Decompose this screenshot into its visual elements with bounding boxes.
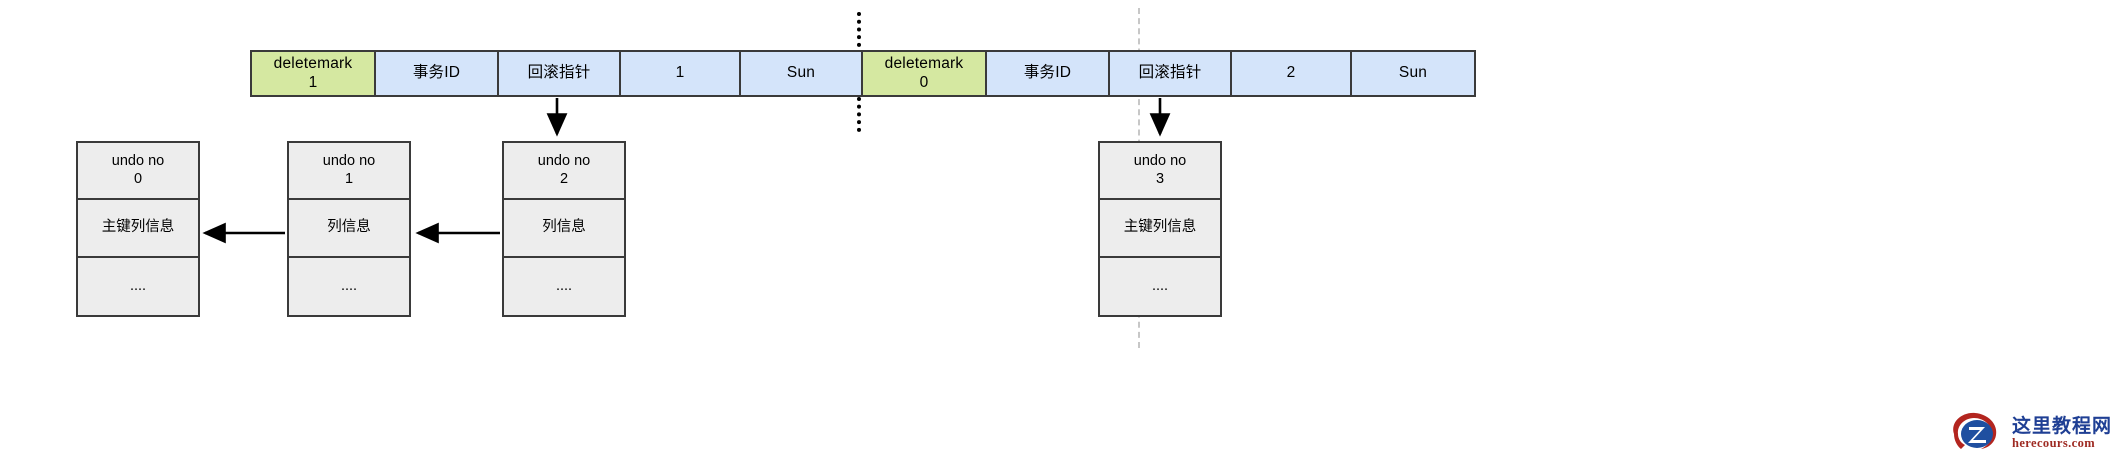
deletemark-cell-v1: deletemark 1	[252, 52, 376, 95]
cell-line2: 1	[308, 73, 318, 91]
undo-middle-text: 主键列信息	[101, 219, 175, 236]
undo-bottom: ....	[78, 258, 198, 315]
undo-middle: 列信息	[504, 200, 624, 258]
undo-log-box-0: undo no 0 主键列信息 ....	[76, 141, 200, 317]
cell-line1: Sun	[1398, 64, 1428, 82]
undo-middle: 列信息	[289, 200, 409, 258]
undo-header-line2: 1	[344, 170, 354, 187]
record-row: deletemark 1 事务ID 回滚指针 1 Sun deletemark …	[250, 50, 1476, 97]
column-value-cell-v2: 2	[1232, 52, 1352, 95]
name-value-cell-v2: Sun	[1352, 52, 1474, 95]
undo-header-line1: undo no	[537, 152, 591, 169]
herecours-logo-icon	[1953, 412, 1997, 449]
name-value-cell-v1: Sun	[741, 52, 863, 95]
column-value-cell-v1: 1	[621, 52, 741, 95]
undo-middle: 主键列信息	[1100, 200, 1220, 258]
watermark: 这里教程网 herecours.com	[1948, 408, 2112, 460]
undo-bottom-text: ....	[1151, 277, 1169, 294]
cell-line1: deletemark	[884, 55, 964, 73]
undo-header-line1: undo no	[1133, 152, 1187, 169]
undo-log-box-1: undo no 1 列信息 ....	[287, 141, 411, 317]
transaction-id-cell-v2: 事务ID	[987, 52, 1110, 95]
cell-line1: 事务ID	[1023, 64, 1072, 82]
watermark-chinese: 这里教程网	[2012, 415, 2113, 438]
cell-line1: 2	[1286, 64, 1296, 82]
cell-line1: Sun	[786, 64, 816, 82]
undo-header-line2: 2	[559, 170, 569, 187]
transaction-id-cell-v1: 事务ID	[376, 52, 499, 95]
undo-header: undo no 0	[78, 143, 198, 200]
watermark-text: 这里教程网 herecours.com	[2012, 415, 2113, 451]
undo-header: undo no 3	[1100, 143, 1220, 200]
cell-line1: 回滚指针	[1138, 64, 1202, 82]
deletemark-cell-v2: deletemark 0	[863, 52, 987, 95]
cell-line1: 事务ID	[412, 64, 461, 82]
undo-middle-text: 列信息	[542, 219, 586, 236]
rollback-pointer-cell-v2: 回滚指针	[1110, 52, 1232, 95]
undo-header-line2: 0	[133, 170, 143, 187]
undo-bottom: ....	[289, 258, 409, 315]
cell-line1: 回滚指针	[527, 64, 591, 82]
undo-log-box-2: undo no 2 列信息 ....	[502, 141, 626, 317]
cell-line1: deletemark	[273, 55, 353, 73]
undo-log-box-3: undo no 3 主键列信息 ....	[1098, 141, 1222, 317]
undo-middle-text: 主键列信息	[1123, 219, 1197, 236]
undo-header-line2: 3	[1155, 170, 1165, 187]
undo-middle-text: 列信息	[327, 219, 371, 236]
undo-header-line1: undo no	[111, 152, 165, 169]
undo-header: undo no 2	[504, 143, 624, 200]
undo-bottom-text: ....	[340, 277, 358, 294]
cell-line2: 0	[919, 73, 929, 91]
rollback-pointer-cell-v1: 回滚指针	[499, 52, 621, 95]
undo-middle: 主键列信息	[78, 200, 198, 258]
undo-bottom-text: ....	[555, 277, 573, 294]
undo-header-line1: undo no	[322, 152, 376, 169]
watermark-english: herecours.com	[2012, 436, 2096, 451]
undo-bottom: ....	[504, 258, 624, 315]
undo-bottom: ....	[1100, 258, 1220, 315]
undo-header: undo no 1	[289, 143, 409, 200]
cell-line1: 1	[675, 64, 685, 82]
undo-bottom-text: ....	[129, 277, 147, 294]
